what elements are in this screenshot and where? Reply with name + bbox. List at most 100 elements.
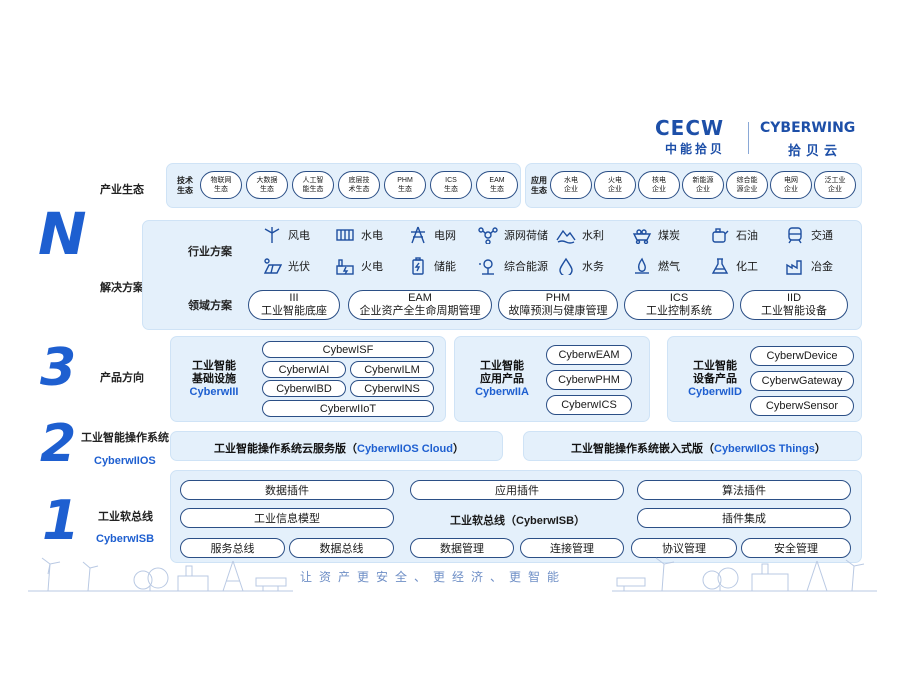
- app-ecosystem-item[interactable]: 综合能 源企业: [726, 171, 768, 199]
- os-things-prefix: 工业智能操作系统嵌入式版（: [571, 443, 714, 455]
- industry-item[interactable]: 电网: [408, 226, 456, 244]
- industry-item[interactable]: 水务: [556, 257, 604, 275]
- industry-item-label: 水务: [582, 261, 604, 273]
- bus-sublabel: CyberwISB: [96, 533, 155, 545]
- industry-item-label: 电网: [434, 230, 456, 242]
- os-label: 工业智能操作系统: [81, 432, 169, 444]
- bus-label: 工业软总线: [98, 511, 153, 523]
- domain-name: 工业控制系统: [646, 305, 712, 317]
- app-ecosystem-item[interactable]: 电网 企业: [770, 171, 812, 199]
- bus-item-pill[interactable]: 数据管理: [410, 538, 514, 558]
- factory-icon: [786, 260, 802, 275]
- industry-item-label: 源网荷储: [504, 230, 548, 242]
- bus-item-pill[interactable]: 数据总线: [289, 538, 394, 558]
- industry-item-label: 化工: [736, 261, 758, 273]
- bus-item-pill[interactable]: 应用插件: [410, 480, 624, 500]
- app-ecosystem-item[interactable]: 水电 企业: [550, 171, 592, 199]
- cecw-logo: CECW 中能拾贝: [655, 118, 735, 158]
- industry-item[interactable]: 储能: [408, 257, 456, 275]
- network-icon: [478, 227, 498, 244]
- bus-item-pill[interactable]: 连接管理: [520, 538, 624, 558]
- mountain-water-icon: [556, 229, 576, 244]
- domain-name: 故障预测与健康管理: [508, 305, 608, 317]
- industry-item[interactable]: 燃气: [632, 257, 680, 275]
- industry-item[interactable]: 煤炭: [632, 226, 680, 244]
- industry-item[interactable]: 火电: [335, 257, 383, 275]
- product-group-title-line1: 工业智能: [693, 360, 737, 372]
- app-ecosystem-item[interactable]: 新能源 企业: [682, 171, 724, 199]
- app-ecosystem-item[interactable]: 火电 企业: [594, 171, 636, 199]
- solutions-label: 解决方案: [100, 282, 144, 294]
- coal-cart-icon: [632, 229, 652, 244]
- tech-ecosystem-item[interactable]: PHM 生态: [384, 171, 426, 199]
- os-things-panel: [523, 431, 862, 461]
- product-item-pill[interactable]: CyberwIAI: [262, 361, 346, 378]
- product-item-pill[interactable]: CyberwILM: [350, 361, 434, 378]
- bus-item-pill[interactable]: 安全管理: [741, 538, 851, 558]
- cyberwing-logo: CYBERWING 拾贝云: [760, 118, 870, 159]
- bus-item-pill[interactable]: 服务总线: [180, 538, 285, 558]
- product-item-pill[interactable]: CyberwDevice: [750, 346, 854, 366]
- industry-item-label: 水利: [582, 230, 604, 242]
- os-cloud-suffix: ）: [452, 443, 464, 455]
- app-ecosystem-item[interactable]: 泛工业 企业: [814, 171, 856, 199]
- product-item-pill[interactable]: CyberwSensor: [750, 396, 854, 416]
- industry-item-label: 储能: [434, 261, 456, 273]
- tech-ecosystem-item[interactable]: 物联网 生态: [200, 171, 242, 199]
- bus-item-pill[interactable]: 工业信息模型: [180, 508, 394, 528]
- app-ecosystem-item[interactable]: 核电 企业: [638, 171, 680, 199]
- tech-ecosystem-item[interactable]: EAM 生态: [476, 171, 518, 199]
- scenery-right-icon: [612, 557, 877, 592]
- product-item-pill[interactable]: CyberwEAM: [546, 345, 632, 365]
- product-item-pill[interactable]: CyberwIIoT: [262, 400, 434, 417]
- numeral-two: 2: [40, 414, 77, 474]
- bus-item-pill[interactable]: 数据插件: [180, 480, 394, 500]
- industry-item[interactable]: 化工: [710, 257, 758, 275]
- industry-item[interactable]: 石油: [710, 226, 758, 244]
- wind-turbine-icon: [264, 227, 280, 243]
- industry-item-label: 风电: [288, 230, 310, 242]
- tech-ecosystem-item[interactable]: ICS 生态: [430, 171, 472, 199]
- industry-item[interactable]: 交通: [785, 226, 833, 244]
- industry-item[interactable]: 水电: [335, 226, 383, 244]
- product-item-pill[interactable]: CyberwPHM: [546, 370, 632, 390]
- domain-name: 企业资产全生命周期管理: [359, 305, 481, 317]
- industry-item[interactable]: 水利: [556, 226, 604, 244]
- bus-item-pill[interactable]: 协议管理: [631, 538, 737, 558]
- product-item-pill[interactable]: CyberwGateway: [750, 371, 854, 391]
- industry-item[interactable]: 光伏: [262, 257, 310, 275]
- domain-code: IID: [786, 292, 802, 304]
- industry-item[interactable]: 风电: [262, 226, 310, 244]
- tech-ecosystem-item[interactable]: 人工智 能生态: [292, 171, 334, 199]
- product-item-pill[interactable]: CyberwICS: [546, 395, 632, 415]
- thermal-plant-icon: [336, 259, 354, 275]
- industry-item[interactable]: 综合能源: [478, 257, 548, 275]
- os-things-suffix: ）: [814, 443, 826, 455]
- bus-item-pill[interactable]: 插件集成: [637, 508, 851, 528]
- product-item-pill[interactable]: CyberwINS: [350, 380, 434, 397]
- product-group-code: CyberwIID: [688, 386, 742, 398]
- product-item-pill[interactable]: CyberwIBD: [262, 380, 346, 397]
- industry-item[interactable]: 冶金: [785, 257, 833, 275]
- domain-name: 工业智能底座: [261, 305, 327, 317]
- tech-ecosystem-item[interactable]: 大数据 生态: [246, 171, 288, 199]
- product-group-code: CyberwIII: [189, 386, 239, 398]
- industry-item-label: 综合能源: [504, 261, 548, 273]
- domain-code: ICS: [669, 292, 689, 304]
- flask-icon: [711, 258, 729, 274]
- tech-ecosystem-item[interactable]: 底层技 术生态: [338, 171, 380, 199]
- industry-item-label: 冶金: [811, 261, 833, 273]
- industry-item[interactable]: 源网荷储: [478, 226, 548, 244]
- product-group-title-line1: 工业智能: [480, 360, 524, 372]
- os-things-name: CyberwIIOS Things: [714, 443, 815, 455]
- bus-item-pill[interactable]: 算法插件: [637, 480, 851, 500]
- os-cloud-panel: [170, 431, 503, 461]
- product-item-pill[interactable]: CybewISF: [262, 341, 434, 358]
